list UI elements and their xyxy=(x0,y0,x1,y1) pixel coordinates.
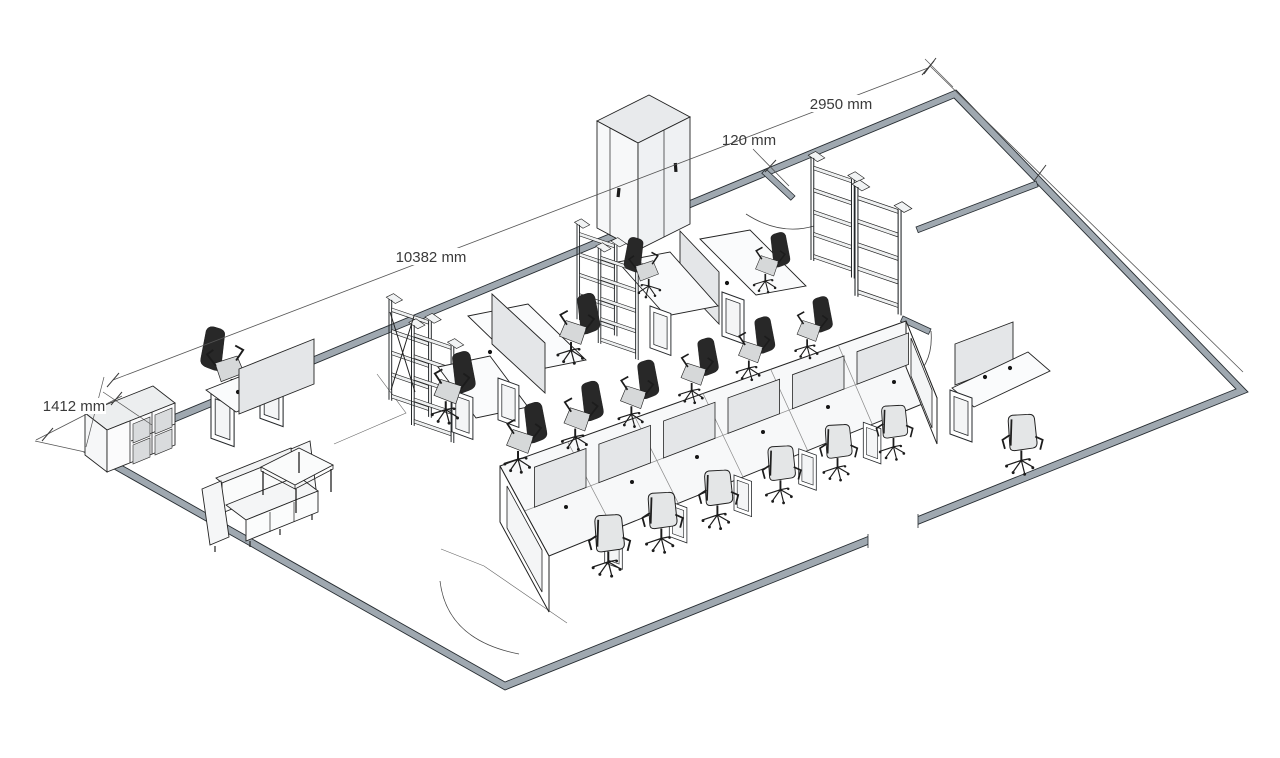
door-swing-arc-3 xyxy=(439,580,520,655)
dimension-label: 1412 mm xyxy=(43,398,106,415)
sideboard[interactable] xyxy=(84,385,176,473)
door-swing-arc-1 xyxy=(745,213,815,230)
dimension-sideboard: 1412 mm xyxy=(34,391,153,453)
desk[interactable] xyxy=(699,229,807,296)
dimension-label: 10382 mm xyxy=(396,249,467,266)
dimension-label: 120 mm xyxy=(722,132,776,149)
dimension-top-right-wall: 2950 mm xyxy=(808,57,1244,373)
dimension-partition: 120 mm xyxy=(722,132,790,187)
coffee-table[interactable] xyxy=(260,447,334,513)
office-chair[interactable] xyxy=(875,404,914,462)
desk-left[interactable] xyxy=(199,325,315,448)
partition-stub xyxy=(761,168,796,201)
shelf-rack-xbrace[interactable] xyxy=(386,294,463,443)
exterior-walls xyxy=(82,89,1249,691)
dimensions: 10382 mm 2950 mm 120 mm 1412 mm xyxy=(34,57,1244,453)
privacy-screen xyxy=(491,292,546,395)
privacy-screen xyxy=(238,338,315,415)
partition-wall xyxy=(915,180,1039,234)
wardrobe-cabinet[interactable] xyxy=(596,94,691,251)
door-opening xyxy=(867,514,919,548)
bench-cluster[interactable] xyxy=(499,295,938,613)
bench-screens xyxy=(534,332,909,508)
office-chair[interactable] xyxy=(1001,413,1044,477)
dimension-label: 2950 mm xyxy=(810,96,873,113)
shelf-rack-right[interactable] xyxy=(807,150,913,316)
partition-stub-2 xyxy=(899,315,932,335)
floor-zone-lines xyxy=(333,373,568,624)
desk-right[interactable] xyxy=(949,321,1051,477)
